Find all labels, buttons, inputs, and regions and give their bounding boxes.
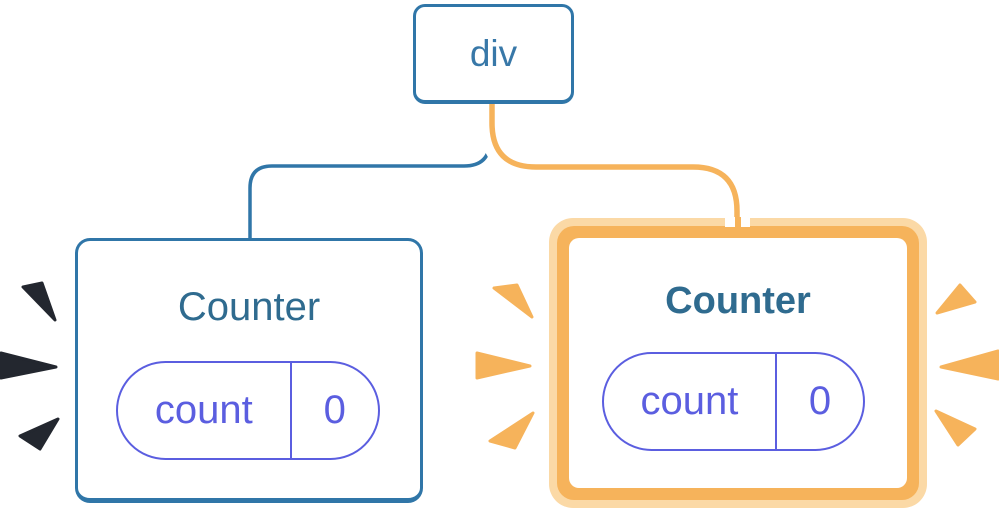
counter-title: Counter	[665, 280, 811, 322]
spark-icon	[488, 411, 535, 450]
root-node-div: div	[413, 4, 574, 104]
pipe-entry-notch	[725, 217, 750, 228]
counter-card-right-highlight-ring: Counter count 0	[549, 218, 927, 508]
edge-div-to-right-counter-casing	[479, 100, 750, 222]
counter-card-right-border: Counter count 0	[557, 226, 919, 500]
state-pill-value: 0	[774, 354, 863, 449]
state-pill: count 0	[602, 352, 865, 451]
right-counter-left-sparks	[475, 283, 535, 450]
spark-icon	[935, 283, 977, 315]
state-pill: count 0	[116, 361, 380, 460]
counter-title: Counter	[177, 285, 321, 329]
right-counter-right-sparks	[934, 283, 999, 447]
spark-icon	[18, 417, 60, 451]
edge-div-to-left-counter	[248, 100, 492, 240]
spark-icon	[492, 283, 534, 319]
edge-div-to-right-counter	[489, 100, 740, 226]
spark-icon	[939, 349, 999, 381]
spark-icon	[934, 409, 977, 447]
counter-card-left: Counter count 0	[75, 238, 423, 503]
pipe-core	[734, 217, 741, 228]
state-pill-value: 0	[289, 363, 378, 458]
spark-icon	[21, 281, 57, 322]
left-counter-sparks	[0, 281, 60, 451]
root-node-label: div	[469, 33, 518, 74]
spark-icon	[475, 351, 532, 380]
spark-icon	[0, 351, 58, 380]
state-pill-key: count	[154, 388, 253, 432]
state-pill-key: count	[640, 379, 739, 423]
counter-card-right: Counter count 0	[569, 238, 907, 488]
